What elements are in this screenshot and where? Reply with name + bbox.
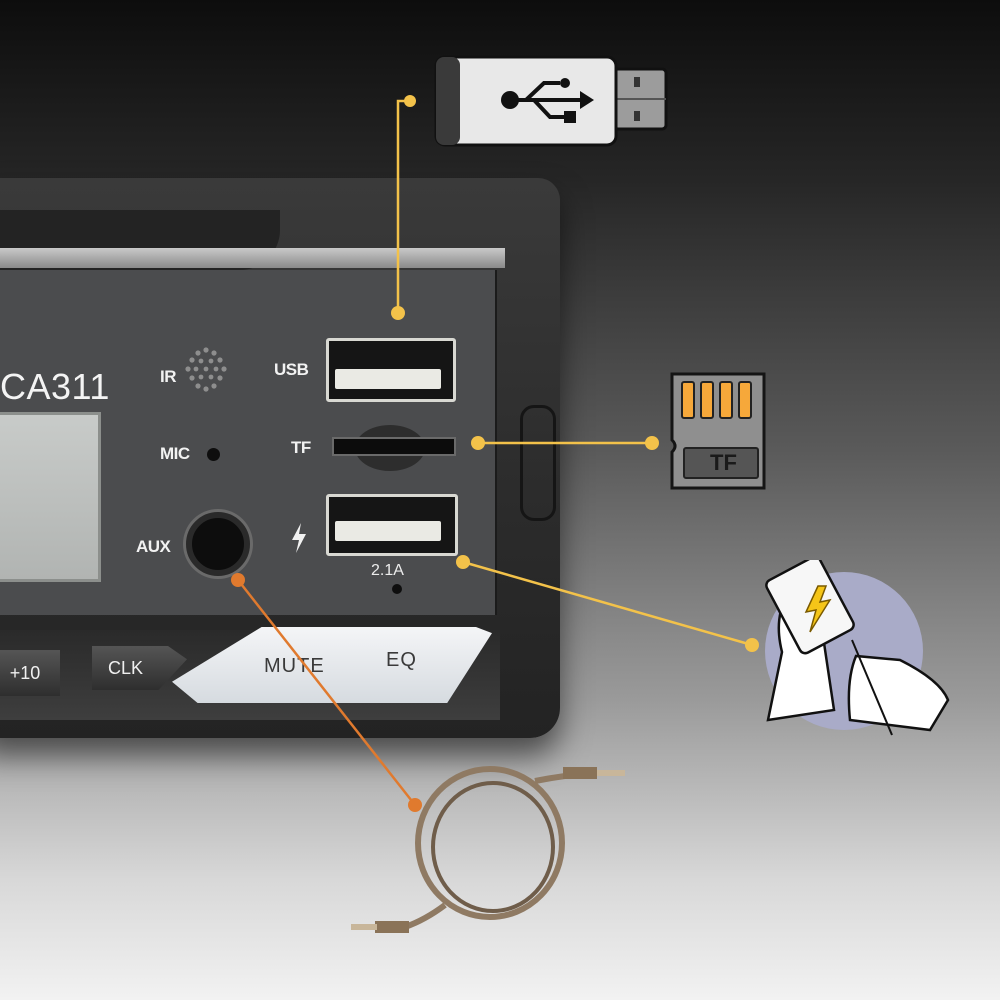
tf-callout-end-dot <box>645 436 659 450</box>
usb-callout-end-dot <box>404 95 416 107</box>
aux-callout-line <box>237 579 416 806</box>
chrome-trim <box>0 248 505 268</box>
aux-cable-icon <box>351 766 625 933</box>
aux-callout-dot <box>231 573 245 587</box>
aux-jack[interactable] <box>186 512 250 576</box>
lcd-display <box>0 412 101 582</box>
charging-port-tongue <box>335 521 441 541</box>
micro-sd-card-icon <box>670 372 766 490</box>
ir-label: IR <box>160 367 177 386</box>
charge-rating-label: 2.1A <box>371 562 404 579</box>
mic-label: MIC <box>160 444 190 463</box>
usb-port-tongue <box>335 369 441 389</box>
tf-card-label: TF <box>710 450 737 475</box>
side-release-notch <box>520 405 556 521</box>
ir-sensor-icon <box>185 347 227 392</box>
usb-port[interactable] <box>326 338 456 402</box>
usb-callout-dot <box>391 306 405 320</box>
charge-callout-line <box>462 560 753 647</box>
phone-charging-icon <box>765 560 950 736</box>
tf-callout-dot <box>471 436 485 450</box>
usb-label: USB <box>274 360 309 379</box>
usb-flash-drive-icon <box>434 55 668 147</box>
model-name: CA311 <box>0 366 110 407</box>
plus-ten-button[interactable]: +10 <box>0 650 60 696</box>
tf-card-slot[interactable] <box>332 437 456 456</box>
aux-callout-end-dot <box>408 798 422 812</box>
charging-usb-port[interactable] <box>326 494 458 556</box>
mic-hole <box>207 448 220 461</box>
tf-label: TF <box>291 438 311 457</box>
charge-callout-dot <box>456 555 470 569</box>
lightning-bolt-icon <box>292 523 306 553</box>
usb-callout-line <box>396 99 414 312</box>
eq-label: EQ <box>386 649 417 671</box>
aux-label: AUX <box>136 537 171 556</box>
reset-hole <box>392 584 402 594</box>
charge-callout-end-dot <box>745 638 759 652</box>
